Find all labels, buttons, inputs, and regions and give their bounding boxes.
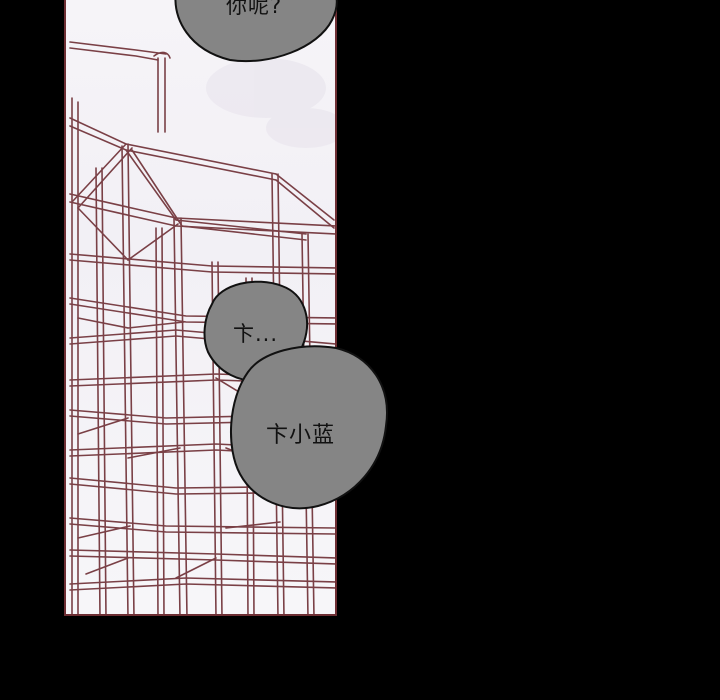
speech-bubble-middle-text: 卞... (233, 322, 279, 346)
speech-bubble-bottom-text: 卞小蓝 (266, 423, 336, 448)
speech-bubble-top (174, 0, 338, 63)
speech-bubble-bottom (230, 345, 388, 510)
speech-bubble-top-text: 你呢? (226, 0, 283, 18)
